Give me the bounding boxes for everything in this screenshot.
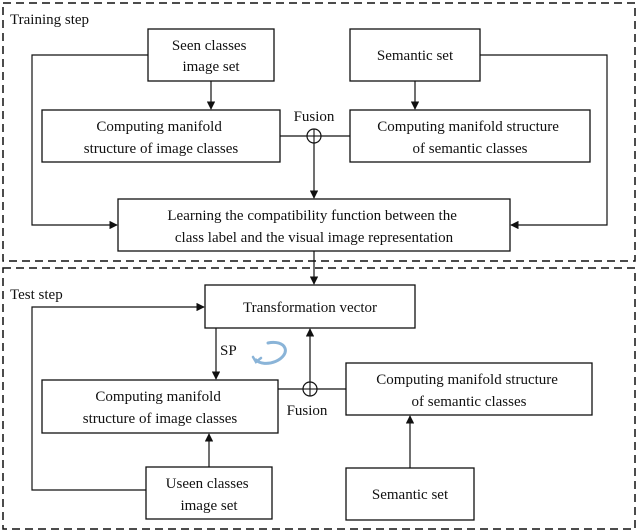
- transformation-vector-label: Transformation vector: [243, 300, 377, 316]
- manifold-image-label-test: Computing manifold structure of image cl…: [83, 389, 238, 427]
- manifold-image-training-line-2: structure of image classes: [84, 141, 239, 157]
- compatibility-function-label: Learning the compatibility function betw…: [167, 208, 460, 246]
- manifold-image-box-test: [41, 379, 279, 434]
- manifold-image-label-training: Computing manifold structure of image cl…: [84, 119, 239, 157]
- seen-classes-line-1: Seen classes: [172, 38, 247, 54]
- semantic-set-box-test: [345, 467, 475, 521]
- manifold-semantic-label-training: Computing manifold structure of semantic…: [377, 119, 562, 157]
- seen-classes-line-2: image set: [182, 59, 240, 75]
- manifold-image-test-line-2: structure of image classes: [83, 411, 238, 427]
- unseen-classes-box: [145, 466, 273, 520]
- manifold-semantic-test-line-2: of semantic classes: [412, 394, 527, 410]
- manifold-semantic-label-test: Computing manifold structure of semantic…: [376, 372, 561, 410]
- arrow-unseen-bypass-to-transformation: [31, 302, 205, 491]
- fusion-label-test: Fusion: [287, 403, 328, 419]
- arrow-seen-bypass-to-compat: [31, 54, 148, 230]
- unseen-classes-line-1: Useen classes: [166, 476, 249, 492]
- transformation-vector-box: [204, 284, 416, 329]
- compatibility-function-line-1: Learning the compatibility function betw…: [167, 208, 457, 224]
- manifold-semantic-test-line-1: Computing manifold structure: [376, 372, 558, 388]
- training-step-label: Training step: [10, 12, 89, 28]
- manifold-semantic-training-line-1: Computing manifold structure: [377, 119, 559, 135]
- test-step-frame: [2, 267, 636, 530]
- manifold-semantic-box-test: [345, 362, 593, 416]
- fusion-label-training: Fusion: [294, 109, 335, 125]
- compatibility-function-line-2: class label and the visual image represe…: [175, 230, 454, 246]
- unseen-classes-label: Useen classes image set: [166, 476, 253, 514]
- sp-cycle-icon: [251, 340, 287, 365]
- semantic-set-label-training: Semantic set: [377, 48, 454, 64]
- sp-label: SP: [220, 343, 237, 359]
- unseen-classes-line-2: image set: [180, 498, 238, 514]
- training-step-frame: [2, 2, 636, 262]
- arrow-semantic-bypass-to-compat: [480, 54, 608, 230]
- manifold-semantic-training-line-2: of semantic classes: [413, 141, 528, 157]
- seen-classes-label: Seen classes image set: [172, 38, 250, 75]
- manifold-image-training-line-1: Computing manifold: [96, 119, 222, 135]
- test-step-label: Test step: [10, 287, 63, 303]
- semantic-set-label-test: Semantic set: [372, 487, 449, 503]
- manifold-image-test-line-1: Computing manifold: [95, 389, 221, 405]
